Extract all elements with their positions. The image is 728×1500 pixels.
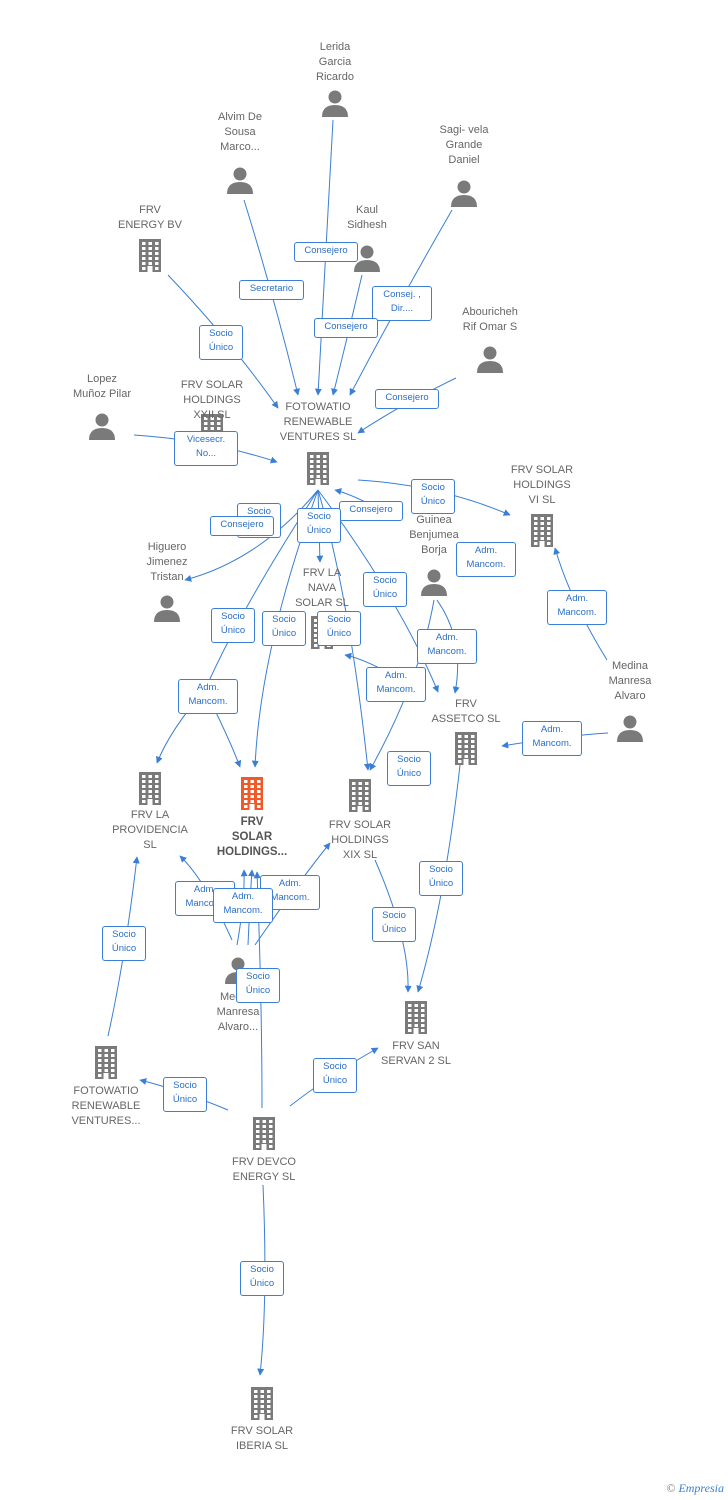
node-label-frv-devco[interactable]: FRV DEVCO ENERGY SL <box>232 1156 296 1183</box>
node-label-frv-xix[interactable]: FRV SOLAR HOLDINGS XIX SL <box>328 819 392 861</box>
relation-tag: Consejero <box>210 516 274 536</box>
node-label-higuero[interactable]: Higuero Jimenez Tristan <box>146 541 188 583</box>
node-label-lopez[interactable]: Lopez Muñoz Pilar <box>72 373 132 400</box>
person-icon[interactable] <box>449 179 479 212</box>
person-icon[interactable] <box>475 345 505 378</box>
person-icon[interactable] <box>419 568 449 601</box>
relation-tag: Socio Único <box>313 1058 357 1093</box>
relation-tag: Socio Único <box>262 611 306 646</box>
building-icon[interactable] <box>452 731 480 770</box>
brand-name: Empresia <box>678 1481 724 1495</box>
relation-tag: Vicesecr. No... <box>174 431 238 466</box>
node-label-kaul[interactable]: Kaul Sidhesh <box>347 204 387 231</box>
person-icon[interactable] <box>352 244 382 277</box>
node-label-frv-vi[interactable]: FRV SOLAR HOLDINGS VI SL <box>510 464 574 506</box>
relation-tag: Adm. Mancom. <box>213 888 273 923</box>
building-icon[interactable] <box>238 776 266 815</box>
building-icon[interactable] <box>304 451 332 490</box>
relation-tag: Consejero <box>339 501 403 521</box>
relation-edge <box>184 489 319 582</box>
building-icon[interactable] <box>528 513 556 552</box>
relation-tag: Socio Único <box>419 861 463 896</box>
building-icon[interactable] <box>92 1045 120 1084</box>
node-label-frv-providencia[interactable]: FRV LA PROVIDENCIA SL <box>112 809 188 851</box>
relation-tag: Socio Único <box>240 1261 284 1296</box>
node-label-frv-iberia[interactable]: FRV SOLAR IBERIA SL <box>230 1425 294 1452</box>
relation-tag: Consejero <box>294 242 358 262</box>
person-icon[interactable] <box>225 166 255 199</box>
relation-tag: Secretario <box>239 280 304 300</box>
relation-tag: Consejero <box>375 389 439 409</box>
node-label-frv-la-nava[interactable]: FRV LA NAVA SOLAR SL <box>295 567 349 609</box>
node-label-frv-san-servan[interactable]: FRV SAN SERVAN 2 SL <box>381 1040 451 1067</box>
relation-tag: Socio Único <box>372 907 416 942</box>
relation-tag: Socio Único <box>317 611 361 646</box>
person-icon[interactable] <box>87 412 117 445</box>
node-label-lerida[interactable]: Lerida Garcia Ricardo <box>316 41 354 83</box>
relation-tag: Consej. , Dir.... <box>372 286 432 321</box>
relation-tag: Socio Único <box>387 751 431 786</box>
node-label-frv-xxii[interactable]: FRV SOLAR HOLDINGS XXII SL <box>180 379 244 421</box>
node-label-frv-assetco[interactable]: FRV ASSETCO SL <box>431 698 501 725</box>
node-label-fotowatio-bottom[interactable]: FOTOWATIO RENEWABLE VENTURES... <box>71 1085 141 1127</box>
node-label-medina-right[interactable]: Medina Manresa Alvaro <box>608 660 652 702</box>
relation-tag: Consejero <box>314 318 378 338</box>
relation-tag: Adm. Mancom. <box>522 721 582 756</box>
person-icon[interactable] <box>615 714 645 747</box>
relation-tag: Socio Único <box>236 968 280 1003</box>
relation-tag: Adm. Mancom. <box>366 667 426 702</box>
node-label-frv-energy[interactable]: FRV ENERGY BV <box>118 204 182 231</box>
copyright-symbol: © <box>666 1481 676 1495</box>
building-icon[interactable] <box>136 238 164 277</box>
relation-tag: Socio Único <box>199 325 243 360</box>
node-label-alvim[interactable]: Alvim De Sousa Marco... <box>217 111 262 153</box>
relation-tag: Socio Único <box>411 479 455 514</box>
relation-tag: Adm. Mancom. <box>456 542 516 577</box>
building-icon[interactable] <box>250 1116 278 1155</box>
node-label-fotowatio-top[interactable]: FOTOWATIO RENEWABLE VENTURES SL <box>279 401 357 443</box>
building-icon[interactable] <box>136 771 164 810</box>
relation-tag: Socio Único <box>102 926 146 961</box>
building-icon[interactable] <box>248 1386 276 1425</box>
relation-tag: Adm. Mancom. <box>417 629 477 664</box>
node-label-frv-focus[interactable]: FRV SOLAR HOLDINGS... <box>216 816 288 858</box>
relation-tag: Adm. Mancom. <box>178 679 238 714</box>
relation-tag: Adm. Mancom. <box>547 590 607 625</box>
relation-tag: Socio Único <box>297 508 341 543</box>
node-label-sagi[interactable]: Sagi- vela Grande Daniel <box>439 124 489 166</box>
node-label-abouricheh[interactable]: Abouricheh Rif Omar S <box>462 306 518 333</box>
person-icon[interactable] <box>320 89 350 122</box>
relation-tag: Socio Único <box>211 608 255 643</box>
person-icon[interactable] <box>152 594 182 627</box>
relation-tag: Socio Único <box>163 1077 207 1112</box>
building-icon[interactable] <box>402 1000 430 1039</box>
node-label-guinea[interactable]: Guinea Benjumea Borja <box>409 514 459 556</box>
empresia-watermark: ©Empresia <box>666 1481 724 1496</box>
relation-tag: Socio Único <box>363 572 407 607</box>
building-icon[interactable] <box>346 778 374 817</box>
